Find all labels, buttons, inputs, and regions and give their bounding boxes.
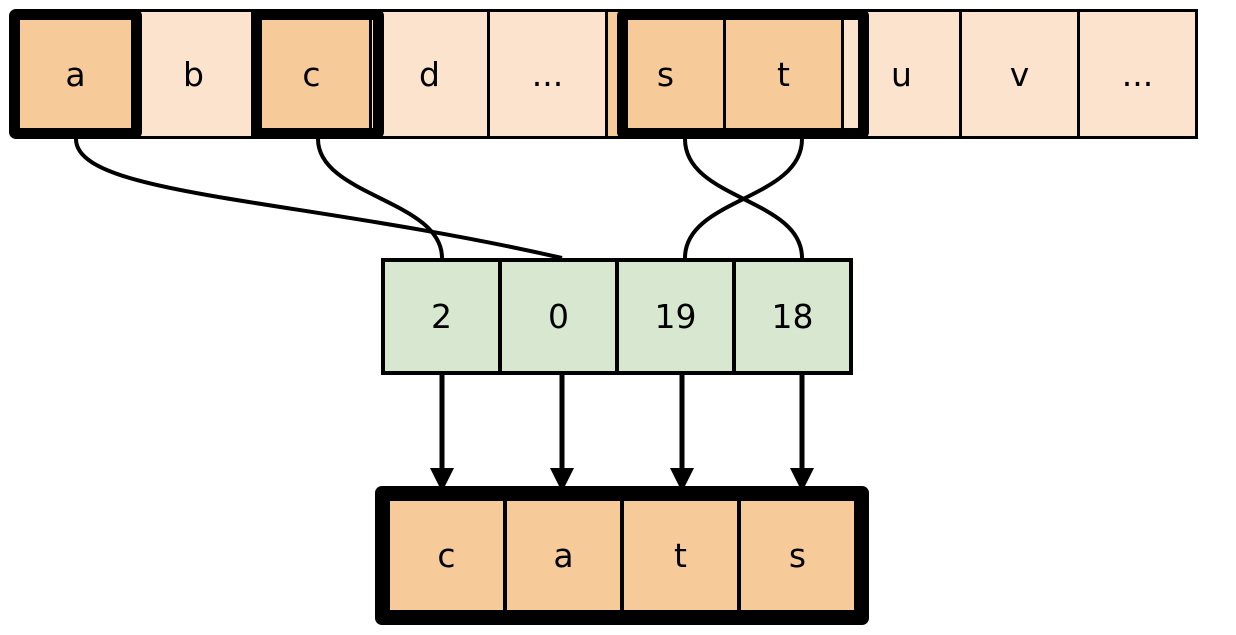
curve-c-to-2 (316, 138, 444, 259)
arrow-2-to-c (430, 375, 454, 492)
output-cell-3[interactable]: s (737, 497, 858, 614)
index-cell-value: 19 (654, 297, 697, 336)
output-word-row: c a t s (375, 486, 869, 625)
alphabet-cell-v[interactable]: v (959, 9, 1080, 139)
curve-t-to-19 (683, 138, 804, 259)
alphabet-cell-d[interactable]: d (369, 9, 490, 139)
alphabet-cell-label: t (777, 54, 790, 94)
output-cell-0[interactable]: c (386, 497, 507, 614)
output-cell-letter: a (553, 536, 574, 575)
index-cell-3[interactable]: 18 (732, 258, 853, 375)
output-cell-1[interactable]: a (503, 497, 624, 614)
arrow-19-to-t (670, 375, 694, 492)
output-cell-2[interactable]: t (620, 497, 741, 614)
alphabet-strip: a b c d ... s t u v ... (15, 9, 1198, 139)
alphabet-cell-ellipsis-1[interactable]: ... (487, 9, 608, 139)
alphabet-cell-a[interactable]: a (15, 9, 136, 139)
index-cell-2[interactable]: 19 (615, 258, 736, 375)
alphabet-cell-label: ... (1121, 54, 1154, 94)
index-cell-0[interactable]: 2 (381, 258, 502, 375)
alphabet-cell-ellipsis-2[interactable]: ... (1077, 9, 1198, 139)
index-cell-1[interactable]: 0 (498, 258, 619, 375)
output-cell-letter: t (674, 536, 687, 575)
alphabet-cell-label: ... (531, 54, 564, 94)
alphabet-cell-label: u (891, 54, 912, 94)
alphabet-cell-t[interactable]: t (723, 9, 844, 139)
curve-s-to-18 (683, 138, 804, 259)
arrow-18-to-s (790, 375, 814, 492)
output-cell-letter: s (788, 536, 807, 575)
index-cell-value: 2 (431, 297, 452, 336)
alphabet-cell-s[interactable]: s (605, 9, 726, 139)
output-cell-letter: c (437, 536, 456, 575)
alphabet-cell-label: d (419, 54, 440, 94)
alphabet-cell-label: s (656, 54, 675, 94)
alphabet-cell-label: c (302, 54, 321, 94)
arrow-0-to-a (550, 375, 574, 492)
index-cell-value: 0 (548, 297, 569, 336)
alphabet-cell-label: a (65, 54, 86, 94)
alphabet-cell-c[interactable]: c (251, 9, 372, 139)
alphabet-cell-label: b (183, 54, 204, 94)
alphabet-cell-u[interactable]: u (841, 9, 962, 139)
curve-a-to-0 (74, 138, 563, 260)
alphabet-cell-label: v (1009, 54, 1030, 94)
index-cell-value: 18 (771, 297, 814, 336)
index-array: 2 0 19 18 (381, 258, 853, 375)
alphabet-cell-b[interactable]: b (133, 9, 254, 139)
